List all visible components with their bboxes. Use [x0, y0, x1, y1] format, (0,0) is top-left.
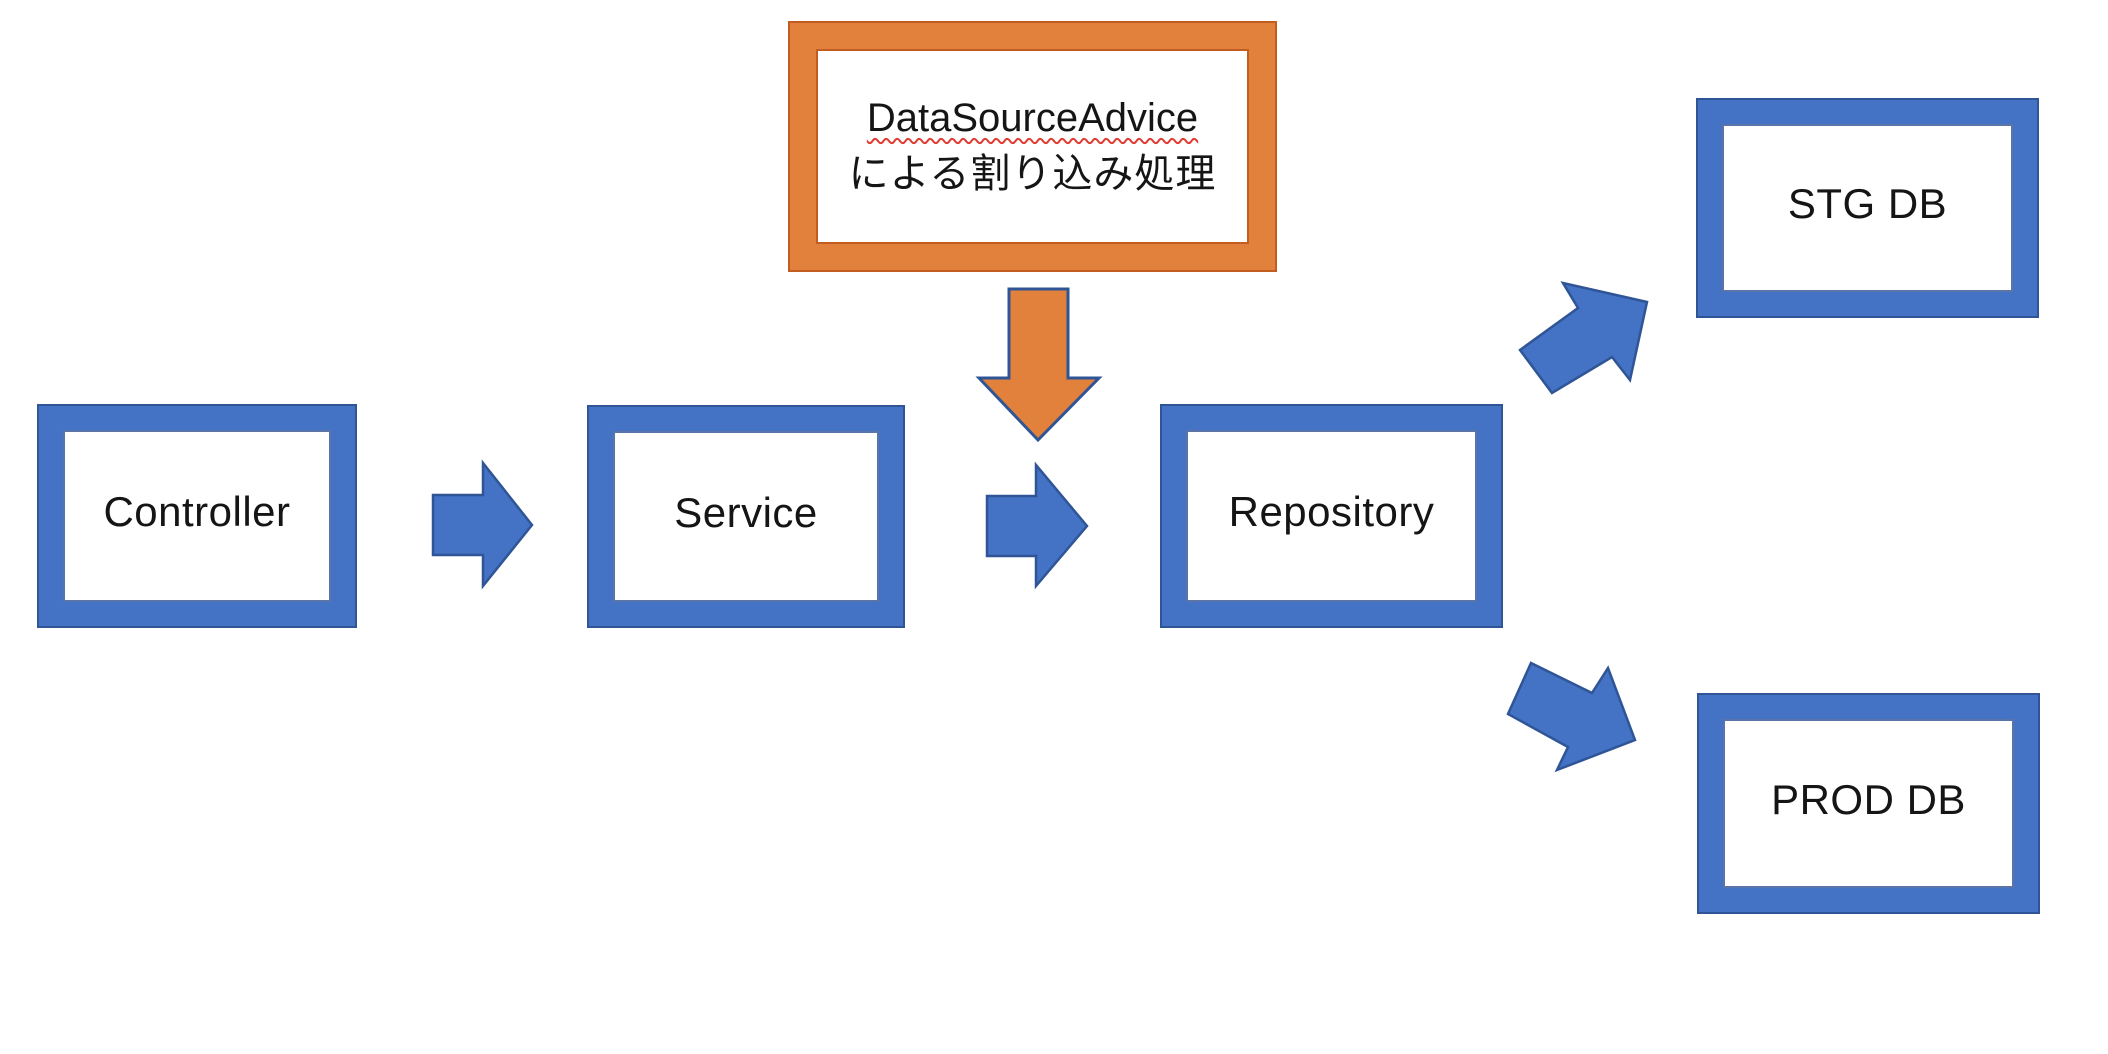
node-prod-db-label: PROD DB [1771, 775, 1966, 823]
node-stg-db-interior: STG DB [1722, 124, 2013, 292]
node-controller-label: Controller [103, 488, 291, 535]
node-stg-db: STG DB [1696, 98, 2039, 318]
arrow-controller-to-service-icon [431, 459, 534, 590]
advice-box-line2: による割り込み処理 [848, 151, 1217, 196]
node-prod-db: PROD DB [1697, 693, 2040, 914]
node-service-interior: Service [613, 431, 879, 602]
node-controller: Controller [37, 404, 357, 628]
advice-box-text: DataSourceAdvice による割り込み処理 [849, 91, 1217, 201]
node-repository: Repository [1160, 404, 1503, 628]
node-service-label: Service [674, 488, 818, 536]
arrow-advice-interrupt-icon [975, 287, 1103, 443]
advice-box: DataSourceAdvice による割り込み処理 [788, 21, 1277, 272]
arrow-repository-to-stg-db-icon [1518, 281, 1649, 395]
arrow-service-to-repository-icon [985, 461, 1089, 590]
arrow-repository-to-prod-db-icon [1506, 661, 1637, 773]
node-repository-label: Repository [1228, 488, 1435, 535]
node-prod-db-interior: PROD DB [1723, 719, 2014, 888]
advice-box-line1: DataSourceAdvice [866, 96, 1199, 141]
node-service: Service [587, 405, 905, 628]
node-stg-db-label: STG DB [1787, 180, 1948, 227]
node-repository-interior: Repository [1186, 430, 1477, 602]
advice-box-interior: DataSourceAdvice による割り込み処理 [816, 49, 1249, 244]
node-controller-interior: Controller [63, 430, 331, 602]
